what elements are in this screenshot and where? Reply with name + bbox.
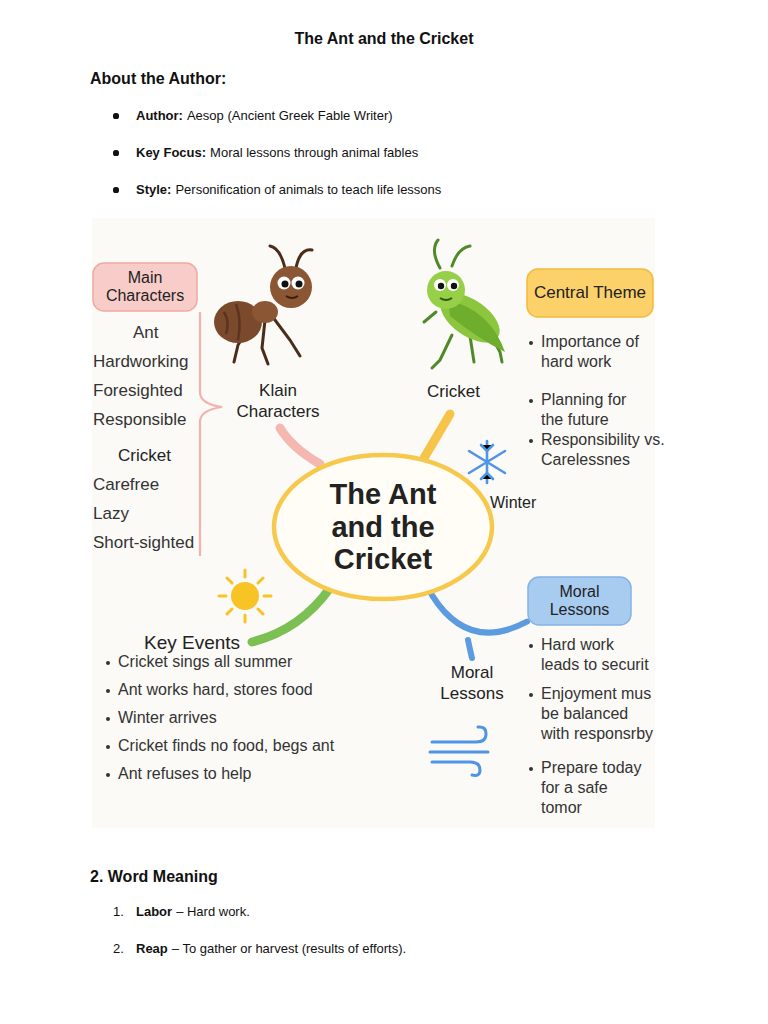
bullet-text: Planning for the future [541,390,653,430]
text-label: – Hard work. [176,904,250,920]
ant-illustration [214,246,312,364]
wind-icon [430,727,488,776]
branch-pink [280,428,320,464]
text-label: Short-sighted [93,532,194,553]
heading-box: Central Theme [526,268,654,318]
node-text: Central Theme [534,283,646,303]
text-label: Klain Characters [226,380,330,423]
bullet-text: Winter arrives [118,708,217,728]
branch-blue-split [468,640,472,658]
snowflake-icon [469,441,505,483]
bullet-text: Author: [136,108,183,124]
bullet-text: Cricket sings all summer [118,652,292,672]
text-label: Moral Lessons [428,662,516,705]
central-oval: The Ant and the Cricket [271,452,495,602]
node-text-wrap: Central Theme [534,283,646,303]
text-label: Hardworking [93,351,188,372]
text-label: Lazy [93,503,129,524]
bullet-text: Style: [136,182,171,198]
text-label: Aesop (Ancient Greek Fable Writer) [187,108,393,124]
bullet-text: Ant refuses to help [118,764,251,784]
text-label: – To gather or harvest (results of effor… [172,941,406,957]
text-label: Winter [490,493,536,513]
node-text-wrap: The Ant and the Cricket [304,478,462,575]
cricket-illustration [424,240,508,368]
bullet-text: Ant works hard, stores food [118,680,313,700]
bullet-text: Key Focus: [136,145,206,161]
node-text-wrap: Main Characters [98,269,192,306]
text-label: Labor [136,904,172,920]
bullet-text: Importance of hard work [541,332,653,372]
box-shape [93,263,197,311]
bullet-dot [113,150,118,155]
bullet-text: Hard work leads to securit [541,635,653,675]
text-label: 2. [113,941,124,957]
text-label: Responsible [93,409,187,430]
branch-yellow [424,414,450,458]
oval-shape [274,455,492,599]
text-label: Carefree [93,474,159,495]
node-text: The Ant and the Cricket [304,478,462,575]
bullet-text: Enjoyment mus be balanced with responsrb… [541,684,659,744]
box-shape [527,269,653,317]
heading-box: Moral Lessons [527,576,632,626]
text-label: Personification of animals to teach life… [175,182,441,198]
node-text: Moral Lessons [533,583,626,620]
text-label: About the Author: [90,69,226,89]
page-title: The Ant and the Cricket [0,29,768,49]
heading-box: Main Characters [92,262,198,312]
text-label: Cricket [427,381,480,402]
text-label: Ant [133,322,159,343]
node-text-wrap: Moral Lessons [533,583,626,620]
bullet-dot [113,187,118,192]
sun-icon [219,570,271,622]
text-label: 2. Word Meaning [90,867,218,887]
text-label: Foresighted [93,380,183,401]
text-label: Cricket [118,445,171,466]
box-shape [528,577,631,625]
bullet-dot [113,113,118,118]
bullet-text: Responsibility vs. Carelessnes [541,430,676,470]
bullet-text: Cricket finds no food, begs ant [118,736,334,756]
text-label: 1. [113,904,124,920]
bullet-text: Prepare today for a safe tomor [541,758,653,818]
text-label: Moral lessons through animal fables [210,145,418,161]
text-label: Reap [136,941,168,957]
branch-connector [432,595,527,633]
node-text: Main Characters [98,269,192,306]
bracket [200,312,222,556]
text-label: Key Events [144,631,240,655]
